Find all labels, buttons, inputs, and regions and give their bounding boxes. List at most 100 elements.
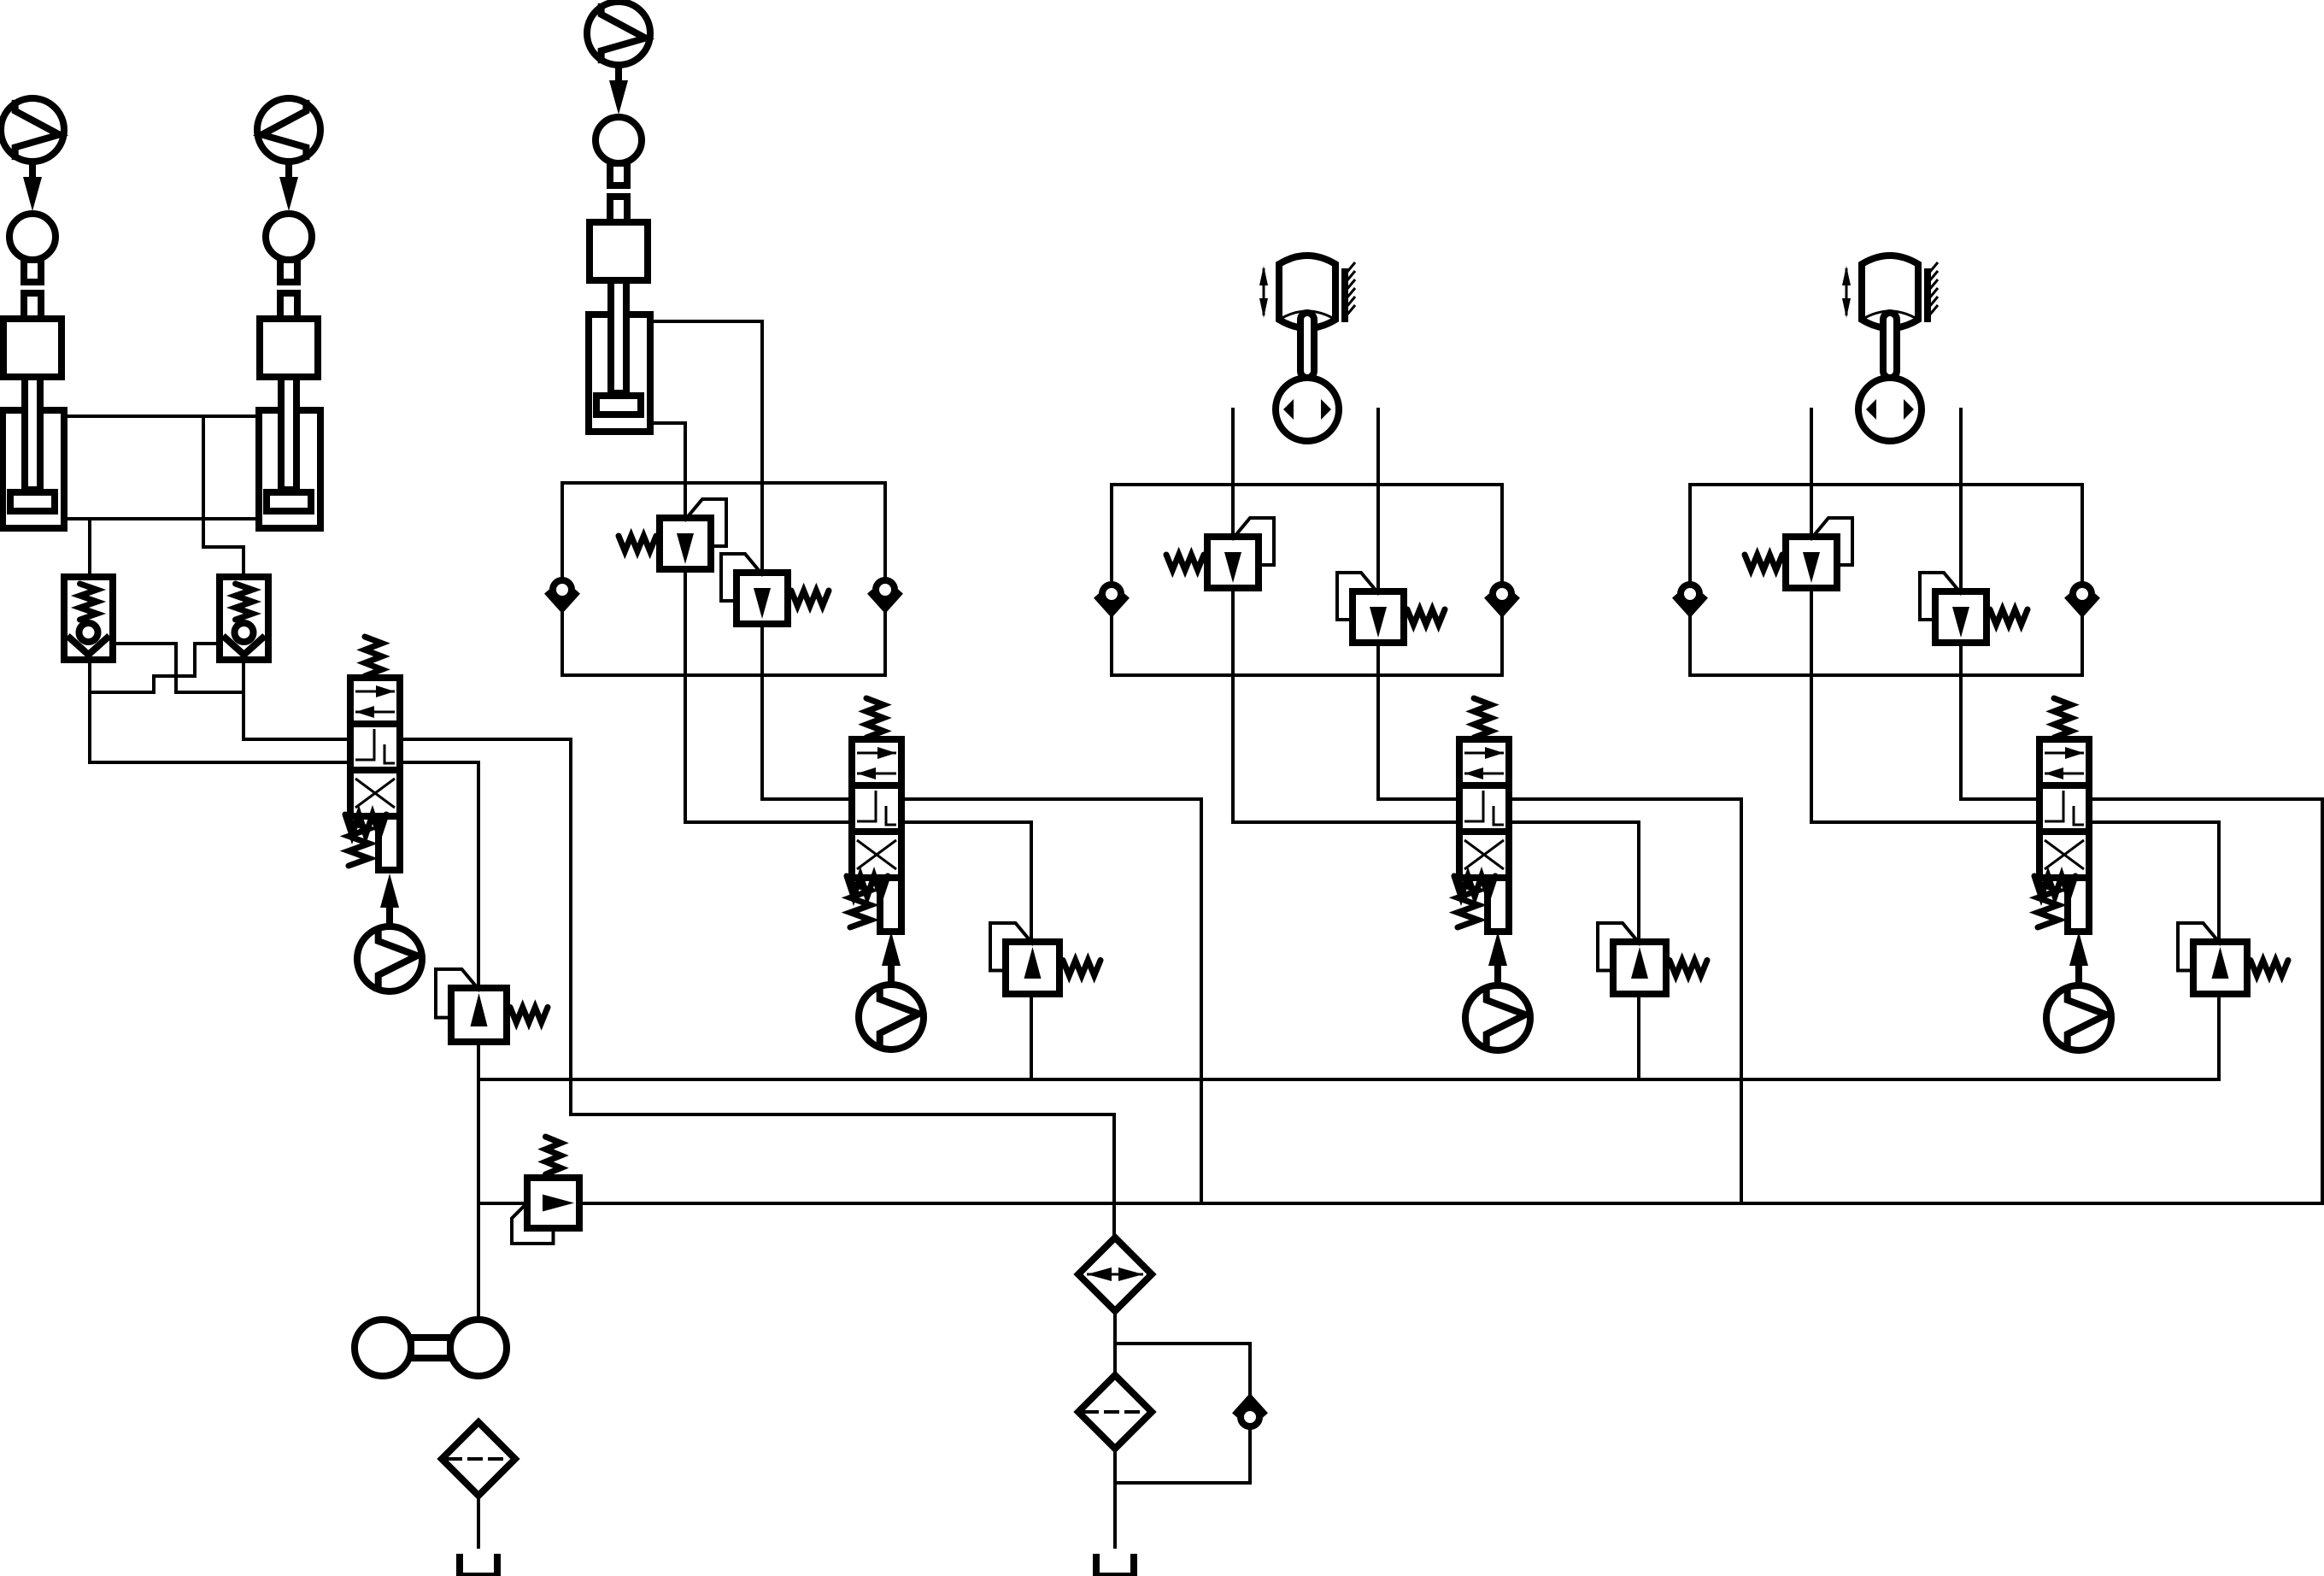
coupling-stub — [277, 256, 301, 285]
motor-flow-right-icon — [1904, 399, 1914, 420]
ground-hatch — [1345, 287, 1357, 299]
arrow-right-icon — [1485, 747, 1504, 759]
arrow-head-icon — [1488, 932, 1507, 966]
check-seat — [65, 633, 112, 660]
pilot-line — [1918, 571, 1963, 621]
motor-flow-left-icon — [1283, 399, 1294, 420]
actuator — [1484, 874, 1512, 935]
ground-hatch — [1345, 279, 1357, 291]
pilot-line — [989, 921, 1036, 973]
spring-icon — [841, 879, 880, 931]
arrow-left-icon — [857, 767, 876, 779]
motor-shaft — [1880, 309, 1900, 381]
pilot-pump-3-icon — [1462, 982, 1535, 1054]
arrow-down-icon — [1842, 298, 1851, 318]
hydraulic-motor-1 — [1259, 252, 1357, 444]
pipe — [1110, 483, 1504, 677]
directional-valve-2 — [841, 695, 905, 935]
system-relief-valve — [510, 1133, 583, 1245]
coupling-stub — [607, 160, 631, 189]
directional-valve-4 — [2028, 695, 2092, 935]
ground-hatch — [1345, 262, 1357, 273]
counterbalance-valve-2b — [719, 552, 832, 627]
motor-circle — [1855, 374, 1925, 444]
pipe — [1376, 408, 1461, 801]
spring-icon — [2028, 879, 2068, 931]
spring-icon — [507, 999, 551, 1031]
arrow-left-icon — [2045, 767, 2063, 779]
spring-icon — [2247, 952, 2292, 984]
pump-arrow — [876, 985, 928, 1049]
ground-hatch — [1928, 296, 1940, 308]
cross-flow — [355, 777, 396, 809]
flow-arrow-icon — [470, 993, 488, 1026]
pipe — [650, 320, 854, 801]
check-valve-3-left — [1094, 581, 1130, 618]
spring-icon — [615, 527, 660, 560]
actuator-left — [0, 162, 67, 532]
flow-arrow-icon — [1224, 552, 1241, 583]
counterbalance-valve-3a — [1163, 516, 1276, 591]
pipe — [88, 642, 221, 694]
spring-icon — [2045, 695, 2080, 741]
flow-arrow-icon — [1631, 947, 1648, 979]
pilot-check-valve-left — [61, 573, 116, 663]
counterbalance-valve-4b — [1918, 571, 2031, 646]
spring-icon — [226, 580, 262, 623]
oil-cooler — [1073, 1232, 1157, 1316]
relief-valve-3 — [1596, 921, 1711, 997]
pilot-line — [434, 967, 482, 1020]
check-ball — [1237, 1404, 1263, 1430]
check-ball — [1489, 581, 1515, 607]
pipe — [398, 761, 480, 1318]
relief-valve-4 — [2176, 921, 2292, 997]
counterbalance-valve-4a — [1741, 516, 1854, 591]
electric-motor-icon — [351, 1316, 414, 1379]
check-seat — [2064, 593, 2100, 618]
load-box — [256, 315, 321, 380]
spring-icon — [1465, 695, 1499, 741]
flow-arrow-icon — [677, 533, 694, 564]
pump-arrow — [2063, 986, 2116, 1050]
return-filter — [1073, 1370, 1157, 1454]
bypass-check-valve — [1232, 1393, 1268, 1430]
drive-pump-icon — [0, 95, 69, 165]
spring-icon — [70, 580, 107, 623]
check-ball — [549, 577, 575, 603]
valve-body — [2036, 736, 2092, 881]
pipe — [88, 658, 352, 764]
blocked-port — [355, 729, 376, 762]
cross-flow — [2044, 838, 2085, 871]
motor-shaft — [1297, 309, 1318, 381]
actuator-right — [255, 162, 324, 532]
pipe — [398, 738, 1116, 1241]
load-box — [586, 219, 651, 284]
relief-valve-1 — [434, 967, 551, 1045]
check-ball — [1677, 581, 1703, 607]
ground-hatch — [1345, 296, 1357, 308]
check-valve-4-left — [1672, 581, 1708, 618]
ground-hatch — [1928, 270, 1940, 282]
pilot-line — [510, 1200, 555, 1245]
check-seat — [1094, 593, 1130, 618]
ground-hatch — [1345, 304, 1357, 316]
pump-arrow — [11, 99, 69, 161]
blocked-port — [2072, 806, 2084, 826]
pump-arrow — [597, 3, 655, 64]
blocked-port — [1492, 806, 1504, 826]
drive-pump-icon — [584, 0, 655, 68]
check-ball — [75, 620, 102, 645]
check-ball — [872, 577, 898, 603]
blocked-port — [884, 806, 896, 826]
actuator-center — [585, 65, 654, 435]
cross-flow — [856, 838, 897, 871]
directional-valve-3 — [1448, 695, 1512, 935]
piston — [7, 489, 58, 515]
pipe — [202, 415, 245, 579]
drive-coupling — [408, 1334, 454, 1361]
flow-arrow-icon — [1370, 607, 1387, 638]
counterbalance-valve-3b — [1335, 571, 1448, 646]
tank-icon — [1093, 1554, 1137, 1576]
check-ball — [2069, 581, 2095, 607]
